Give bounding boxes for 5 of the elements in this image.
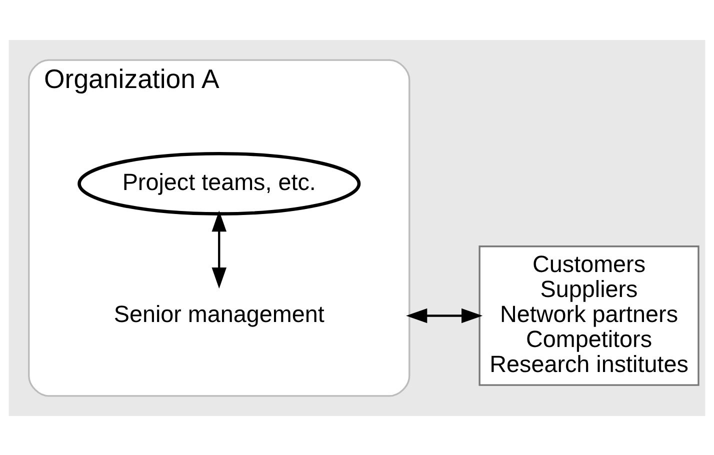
node-text: Senior management xyxy=(114,300,324,326)
node-ellipse: Project teams, etc. xyxy=(78,151,361,215)
node-box: Customers Suppliers Network partners Competitors Research institutes xyxy=(478,245,700,386)
arrow xyxy=(406,308,483,323)
arrow xyxy=(212,210,226,288)
